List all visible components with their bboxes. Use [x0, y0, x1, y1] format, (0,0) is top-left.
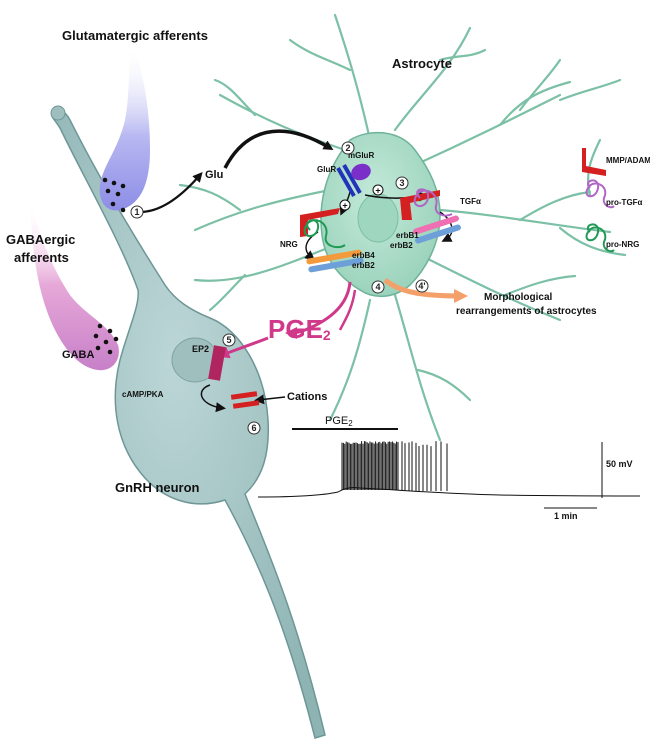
- trace-pge2-label: PGE2: [325, 415, 353, 428]
- svg-text:6: 6: [251, 423, 256, 433]
- glu-release-arrow: [140, 175, 200, 212]
- step-4-prime: 4': [416, 280, 428, 292]
- gabaergic-label-line2: afferents: [14, 250, 69, 265]
- glutamatergic-terminal: [100, 45, 150, 212]
- gabaergic-terminal-shape: [30, 200, 119, 370]
- svg-text:2: 2: [345, 143, 350, 153]
- svg-text:4: 4: [375, 282, 380, 292]
- svg-text:5: 5: [226, 335, 231, 345]
- scale-min-label: 1 min: [554, 511, 578, 521]
- gabaergic-terminal: [30, 200, 119, 370]
- step-2: 2: [342, 142, 354, 154]
- glur-label: GluR: [317, 165, 336, 174]
- nrg-label: NRG: [280, 240, 298, 249]
- gnrh-dendrite-tip: [51, 106, 65, 120]
- erbb1-label: erbB1: [396, 231, 419, 240]
- action-potential-spikes: [342, 441, 447, 491]
- legend-pro-tgfa-label: pro-TGFα: [606, 198, 643, 207]
- membrane-potential-trace: [258, 488, 640, 497]
- electrophysiology-trace-panel: PGE2 50 mV 1 min: [258, 415, 640, 521]
- step-5: 5: [223, 334, 235, 346]
- gaba-label: GABA: [62, 349, 94, 361]
- scale-mv-label: 50 mV: [606, 459, 633, 469]
- legend-mmp-adam-label: MMP/ADAM: [606, 156, 650, 165]
- step-1: 1: [131, 206, 143, 218]
- erbb4-label: erbB4: [352, 251, 375, 260]
- step-6: 6: [248, 422, 260, 434]
- morphological-label-line2: rearrangements of astrocytes: [456, 306, 597, 317]
- glutamatergic-afferents-label: Glutamatergic afferents: [62, 28, 208, 43]
- plus-sign-2: +: [373, 185, 383, 196]
- camp-pka-label: cAMP/PKA: [122, 390, 164, 399]
- astrocyte-label: Astrocyte: [392, 56, 452, 71]
- step-4: 4: [372, 281, 384, 293]
- gnrh-neuron-label: GnRH neuron: [115, 480, 200, 495]
- svg-text:3: 3: [399, 178, 404, 188]
- pge2-label: PGE2: [268, 314, 331, 344]
- svg-text:1: 1: [134, 207, 139, 217]
- astrocyte-nucleus: [358, 194, 398, 242]
- plus-sign-1: +: [340, 200, 350, 211]
- glu-label: Glu: [205, 169, 223, 181]
- gnrh-neuron-body: [52, 110, 325, 738]
- ep2-label: EP2: [192, 344, 209, 354]
- svg-text:4': 4': [418, 281, 425, 291]
- morphological-label-line1: Morphological: [484, 292, 553, 303]
- erbb2-right-label: erbB2: [390, 241, 413, 250]
- legend-pro-nrg-label: pro-NRG: [606, 240, 639, 249]
- erbb2-left-label: erbB2: [352, 261, 375, 270]
- step-3: 3: [396, 177, 408, 189]
- glu-to-receptor-arrow: [225, 131, 330, 168]
- tgfa-label: TGFα: [460, 197, 481, 206]
- svg-text:+: +: [375, 186, 380, 196]
- svg-text:+: +: [342, 201, 347, 211]
- cations-label: Cations: [287, 391, 327, 403]
- gabaergic-label-line1: GABAergic: [6, 232, 75, 247]
